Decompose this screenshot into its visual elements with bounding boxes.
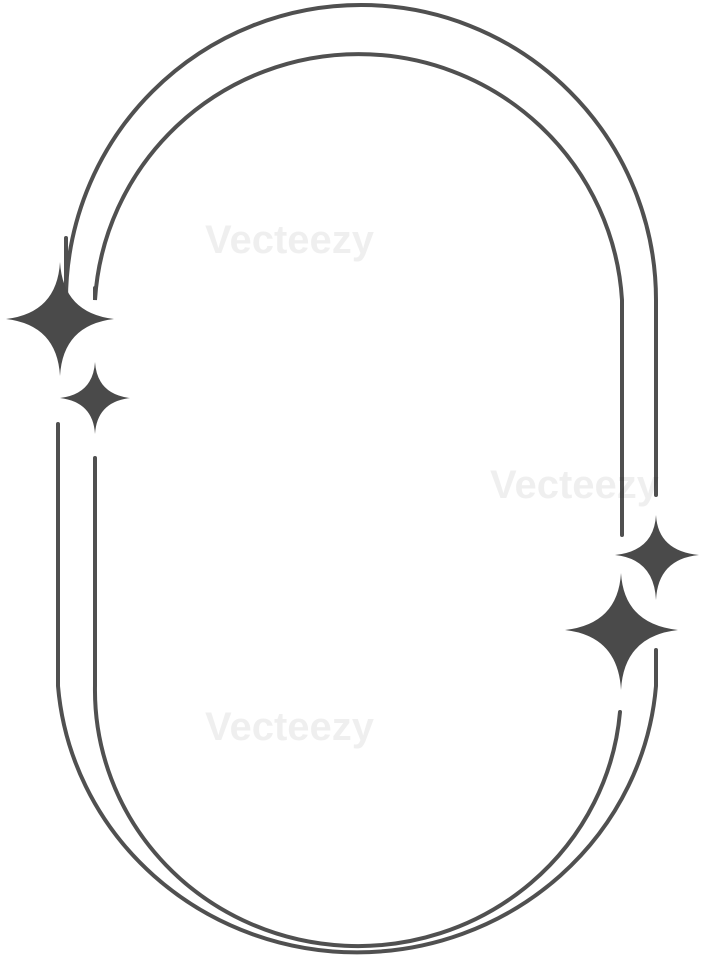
sparkle-small-right-icon	[615, 515, 699, 600]
outer-capsule-outline	[56, 3, 658, 955]
sparkle-small-left-icon	[60, 362, 130, 434]
inner-capsule-outline	[92, 52, 624, 949]
inner-capsule-bottom-arc	[92, 456, 622, 949]
sparkle-large-left-icon	[6, 262, 114, 376]
sparkle-large-right-icon	[565, 573, 678, 690]
inner-capsule-top-arc	[93, 52, 624, 537]
outer-capsule-bottom-arc	[56, 422, 658, 955]
outer-capsule-top-arc	[64, 3, 658, 497]
